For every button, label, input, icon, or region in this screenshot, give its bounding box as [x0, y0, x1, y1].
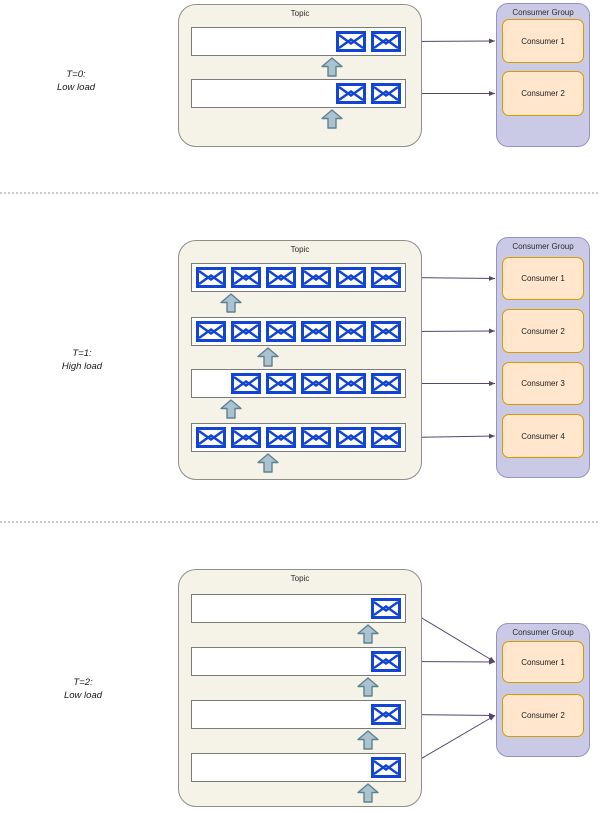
message-envelope-icon — [266, 373, 296, 394]
message-envelope-icon — [231, 267, 261, 288]
produce-arrow-icon — [220, 399, 242, 419]
time-label-line: T=2: — [73, 677, 93, 688]
message-envelope-icon — [301, 267, 331, 288]
message-envelope-icon — [336, 267, 366, 288]
message-envelope-icon — [371, 704, 401, 725]
message-envelope-icon — [301, 373, 331, 394]
partition — [191, 263, 406, 292]
partition — [191, 317, 406, 346]
consumer-label: Consumer 1 — [521, 274, 565, 283]
time-label: T=0: Low load — [21, 68, 131, 94]
message-envelope-icon — [371, 373, 401, 394]
message-envelope-icon — [266, 321, 296, 342]
message-envelope-icon — [336, 373, 366, 394]
message-envelope-icon — [336, 83, 366, 104]
message-envelope-icon — [196, 267, 226, 288]
consumer-label: Consumer 1 — [521, 657, 565, 667]
produce-arrow-icon — [357, 677, 379, 697]
time-label-line: T=1: — [72, 348, 92, 359]
produce-arrow-icon — [357, 783, 379, 803]
time-label-line: T=0: — [66, 69, 86, 80]
partition — [191, 700, 406, 729]
partition — [191, 27, 406, 56]
message-envelope-icon — [301, 427, 331, 448]
message-envelope-icon — [336, 321, 366, 342]
partition — [191, 79, 406, 108]
message-envelope-icon — [371, 321, 401, 342]
consumer-box: Consumer 2 — [502, 309, 584, 353]
time-label: T=1: High load — [27, 347, 137, 373]
message-envelope-icon — [371, 757, 401, 778]
consumer-label: Consumer 3 — [521, 379, 565, 388]
consumer-box: Consumer 1 — [502, 19, 584, 63]
produce-arrow-icon — [321, 109, 343, 129]
message-envelope-icon — [231, 321, 261, 342]
consumer-label: Consumer 1 — [521, 36, 565, 46]
partition — [191, 369, 406, 398]
message-envelope-icon — [371, 267, 401, 288]
produce-arrow-icon — [357, 730, 379, 750]
message-envelope-icon — [336, 31, 366, 52]
consumer-box: Consumer 3 — [502, 362, 584, 405]
consumer-group-title: Consumer Group — [512, 628, 574, 637]
produce-arrow-icon — [257, 347, 279, 367]
consumer-group-title: Consumer Group — [512, 242, 574, 251]
time-label-line: High load — [61, 361, 103, 372]
consumer-box: Consumer 1 — [502, 641, 584, 683]
message-envelope-icon — [301, 321, 331, 342]
topic-title: Topic — [290, 245, 310, 254]
partition — [191, 753, 406, 782]
message-envelope-icon — [371, 427, 401, 448]
consumer-box: Consumer 2 — [502, 694, 584, 737]
consumer-label: Consumer 2 — [521, 326, 565, 336]
message-envelope-icon — [371, 598, 401, 619]
consumer-box: Consumer 2 — [502, 71, 584, 116]
topic-title: Topic — [290, 9, 310, 18]
consumer-label: Consumer 2 — [521, 89, 565, 98]
produce-arrow-icon — [257, 453, 279, 473]
message-envelope-icon — [266, 267, 296, 288]
partition — [191, 647, 406, 676]
message-envelope-icon — [196, 427, 226, 448]
partition — [191, 423, 406, 452]
consumer-box: Consumer 4 — [502, 414, 584, 458]
produce-arrow-icon — [220, 293, 242, 313]
topic-box — [178, 4, 422, 147]
message-envelope-icon — [371, 31, 401, 52]
time-label-line: Low load — [56, 82, 96, 93]
message-envelope-icon — [196, 321, 226, 342]
produce-arrow-icon — [321, 57, 343, 77]
message-envelope-icon — [266, 427, 296, 448]
message-envelope-icon — [231, 373, 261, 394]
partition — [191, 594, 406, 623]
message-envelope-icon — [336, 427, 366, 448]
time-label: T=2: Low load — [28, 676, 138, 702]
message-envelope-icon — [371, 651, 401, 672]
consumer-label: Consumer 2 — [521, 711, 565, 720]
message-envelope-icon — [231, 427, 261, 448]
message-envelope-icon — [371, 83, 401, 104]
produce-arrow-icon — [357, 624, 379, 644]
consumer-group-title: Consumer Group — [512, 8, 574, 17]
consumer-label: Consumer 4 — [521, 431, 565, 441]
consumer-box: Consumer 1 — [502, 257, 584, 300]
time-label-line: Low load — [63, 690, 103, 701]
topic-title: Topic — [290, 574, 310, 583]
